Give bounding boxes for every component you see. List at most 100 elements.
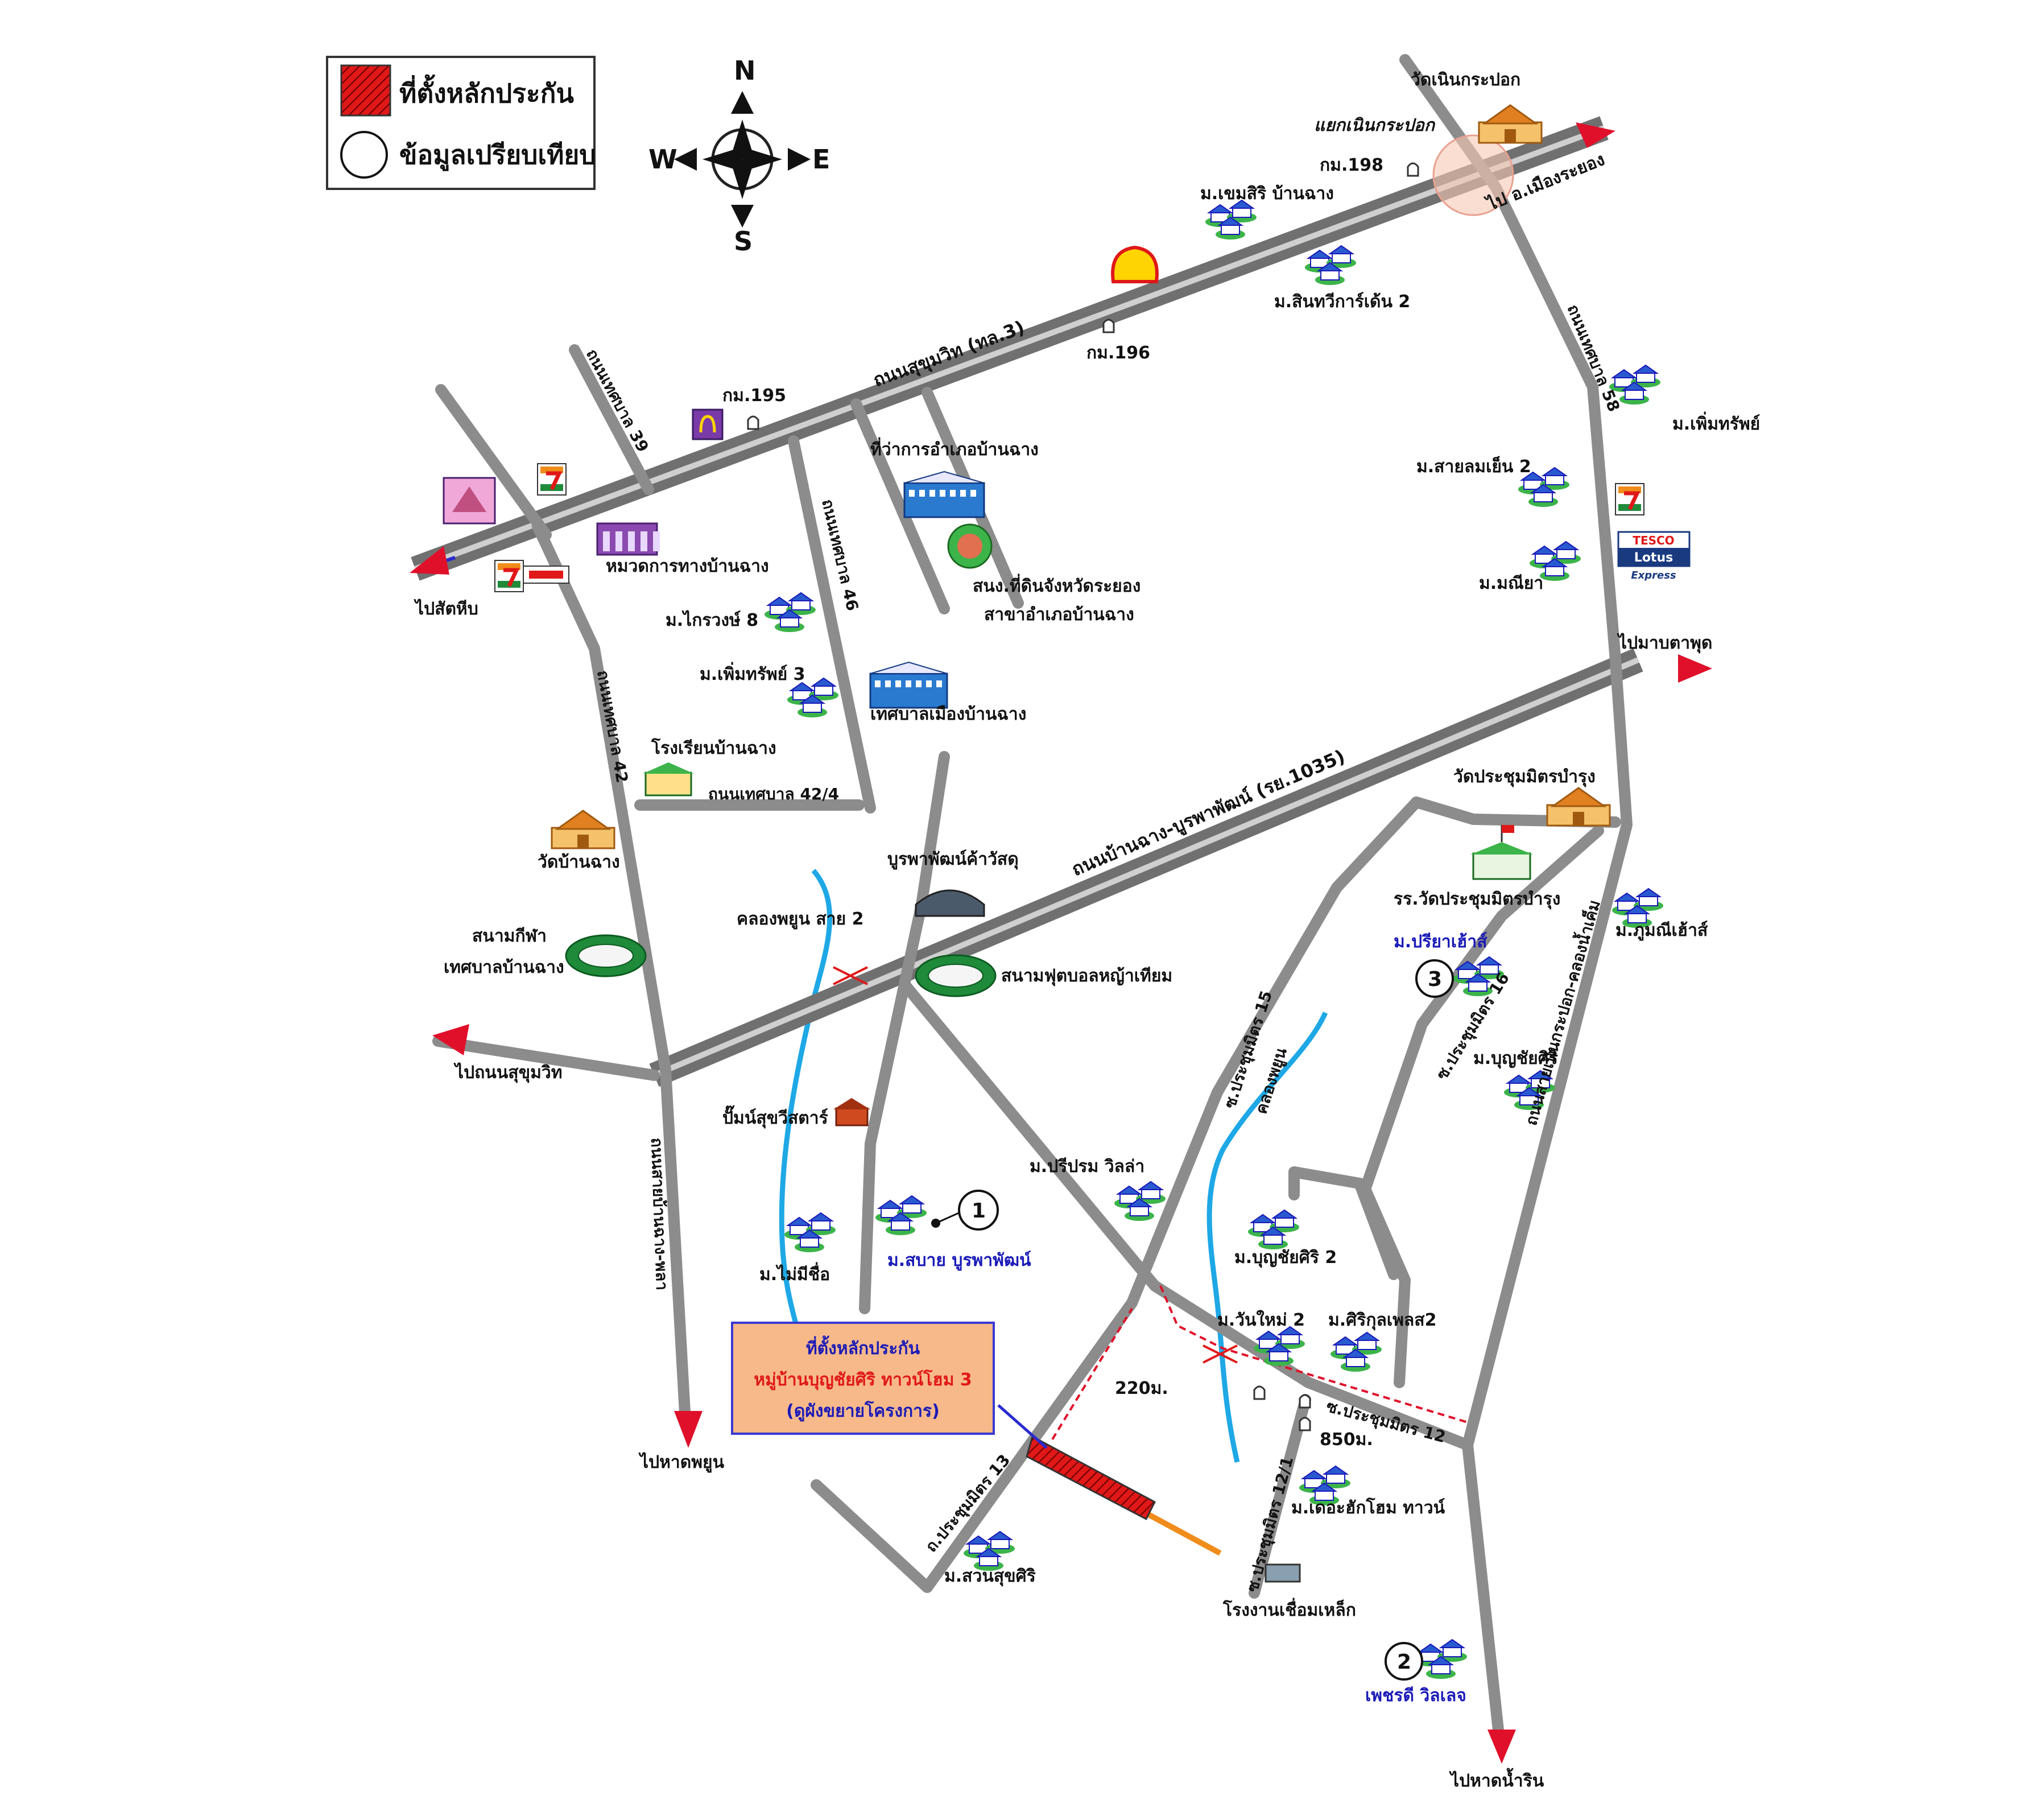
- label-stadium-2: เทศบาลบ้านฉาง: [444, 958, 564, 977]
- building-window: [895, 680, 901, 687]
- temple-icon-banchang: [551, 810, 615, 849]
- arrow-maptaphut-head: [1678, 654, 1712, 683]
- legend: ที่ตั้งหลักประกัน ข้อมูลเปรียบเทียบ: [326, 56, 596, 190]
- house-roof: [1623, 905, 1651, 914]
- label-road-thetsaban-42-4: ถนนเทศบาล 42/4: [708, 785, 839, 803]
- house-roof: [1417, 1643, 1444, 1653]
- house-roof: [1454, 960, 1481, 970]
- comparable-1-leader: [935, 1211, 962, 1224]
- warehouse-body: [915, 889, 985, 917]
- house-roof: [1328, 245, 1355, 254]
- building-roof: [870, 661, 948, 674]
- shell-logo-shape: [1111, 245, 1159, 283]
- tesco-band: [1618, 548, 1689, 566]
- soi-sign-icon-b: [1299, 1394, 1311, 1409]
- label-dist-850: 850ม.: [1320, 1430, 1373, 1450]
- house-roof: [1316, 262, 1344, 271]
- label-school-prachum: รร.วัดประชุมมิตรบำรุง: [1394, 889, 1560, 910]
- site-info-box[interactable]: ที่ตั้งหลักประกัน หมู่บ้านบุญชัยศิริ ทาว…: [731, 1322, 995, 1435]
- house-roof: [965, 1535, 992, 1545]
- village-house-icon-sabai: [875, 1195, 927, 1235]
- stadium-icon-municipal: [565, 934, 647, 977]
- km-post-icon-198: [1407, 162, 1419, 177]
- village-house-icon-sinthavee-unit: [1315, 262, 1345, 285]
- temple-door: [1505, 129, 1516, 143]
- village-house-icon-phoemsap-unit: [1631, 364, 1660, 387]
- village-house-icon-phumphan-unit: [1622, 905, 1652, 928]
- comparable-marker-1[interactable]: 1: [931, 1190, 999, 1231]
- village-house-icon-priprom: [1114, 1181, 1166, 1221]
- village-house-icon-maimi: [784, 1212, 836, 1252]
- school-roof: [643, 762, 694, 774]
- flag: [1502, 825, 1514, 833]
- village-house-icon-phet: [1416, 1639, 1467, 1679]
- village-house-icon-boonchai2-unit: [1270, 1209, 1299, 1232]
- house-roof: [776, 609, 803, 618]
- house-roof: [898, 1195, 925, 1204]
- comparable-marker-3[interactable]: 3: [1415, 959, 1454, 998]
- building-window: [875, 680, 881, 687]
- village-house-icon-phoemsap3: [787, 677, 838, 717]
- shrine-icon-sattahip: [443, 477, 496, 525]
- noen-krapok-junction-circle: [1432, 134, 1514, 216]
- comparable-1-circle: [958, 1190, 999, 1231]
- label-canal-phayun-short: คลองพยูน: [1251, 1045, 1291, 1116]
- direction-arrows: [410, 122, 1712, 1764]
- building-window: [916, 680, 922, 687]
- label-village-phoemsap3: ม.เพิ่มทรัพย์ 3: [700, 662, 805, 684]
- label-burapha-shop: บูรพาพัฒน์ค้าวัสดุ: [887, 849, 1019, 870]
- house-roof: [1427, 1656, 1454, 1665]
- factory-body: [1265, 1563, 1301, 1583]
- house-roof: [1439, 1639, 1466, 1648]
- village-house-icon-sailom-unit: [1540, 467, 1569, 490]
- label-village-suansuk: ม.สวนสุขศิริ: [944, 1566, 1036, 1587]
- house-roof: [887, 1212, 914, 1221]
- village-house-icon-kraiwong: [765, 592, 816, 632]
- comparable-1-number: 1: [972, 1199, 986, 1223]
- site-box-title: ที่ตั้งหลักประกัน: [806, 1335, 920, 1359]
- house-roof: [787, 592, 815, 601]
- comparable-marker-2[interactable]: 2: [1385, 1642, 1423, 1681]
- stadium-inner: [928, 964, 984, 988]
- warehouse-icon-burapha: [915, 889, 985, 917]
- house-roof: [1311, 1482, 1338, 1492]
- depot-door: [641, 531, 647, 551]
- label-village-priprom: ม.ปรีปรม วิลล่า: [1030, 1157, 1144, 1177]
- land-office-seal-icon: [947, 523, 993, 569]
- house-roof: [1265, 1343, 1292, 1352]
- village-house-icon-phumphan: [1612, 888, 1663, 928]
- building-window: [950, 490, 956, 497]
- house-roof: [1464, 973, 1491, 983]
- house-roof: [1342, 1348, 1369, 1358]
- label-village-the-home: ม.เดอะฮักโฮม ทาวน์: [1291, 1497, 1445, 1518]
- house-roof: [1249, 1214, 1276, 1223]
- village-house-icon-boonchai2-unit: [1258, 1226, 1288, 1249]
- road-prachummit-13-diag: [899, 979, 1473, 1451]
- depot-door: [615, 531, 622, 551]
- legend-site-swatch: [340, 64, 391, 117]
- compass-south-point: [733, 159, 752, 199]
- label-wat-banchang: วัดบ้านฉาง: [538, 852, 620, 872]
- house-roof: [986, 1530, 1014, 1540]
- road-district-office-a: [850, 398, 950, 614]
- house-roof: [810, 677, 837, 687]
- canal-phayun-2-river: [779, 869, 833, 1327]
- house-roof: [799, 694, 826, 704]
- legend-site-label: ที่ตั้งหลักประกัน: [399, 74, 574, 109]
- road-phala-south: [660, 1064, 691, 1428]
- site-parcel-shape: [1026, 1435, 1156, 1521]
- legend-comparable-circle: [340, 131, 388, 179]
- compass-south-arrow: [731, 205, 754, 228]
- house-roof: [1228, 199, 1255, 209]
- label-wat-prachum: วัดประชุมมิตรบำรุง: [1453, 767, 1596, 787]
- village-house-icon-boonchai-unit: [1514, 1087, 1544, 1110]
- label-village-maniya: ม.มณียา: [1479, 573, 1543, 593]
- bridge-rail-b: [1203, 1344, 1238, 1364]
- house-roof: [1541, 467, 1568, 476]
- house-roof: [877, 1199, 904, 1209]
- legend-comparable-label: ข้อมูลเปรียบเทียบ: [399, 139, 596, 171]
- comparable-2-number: 2: [1397, 1650, 1411, 1674]
- seven-eleven-icon-east: [1615, 483, 1644, 515]
- house-roof: [1613, 892, 1641, 902]
